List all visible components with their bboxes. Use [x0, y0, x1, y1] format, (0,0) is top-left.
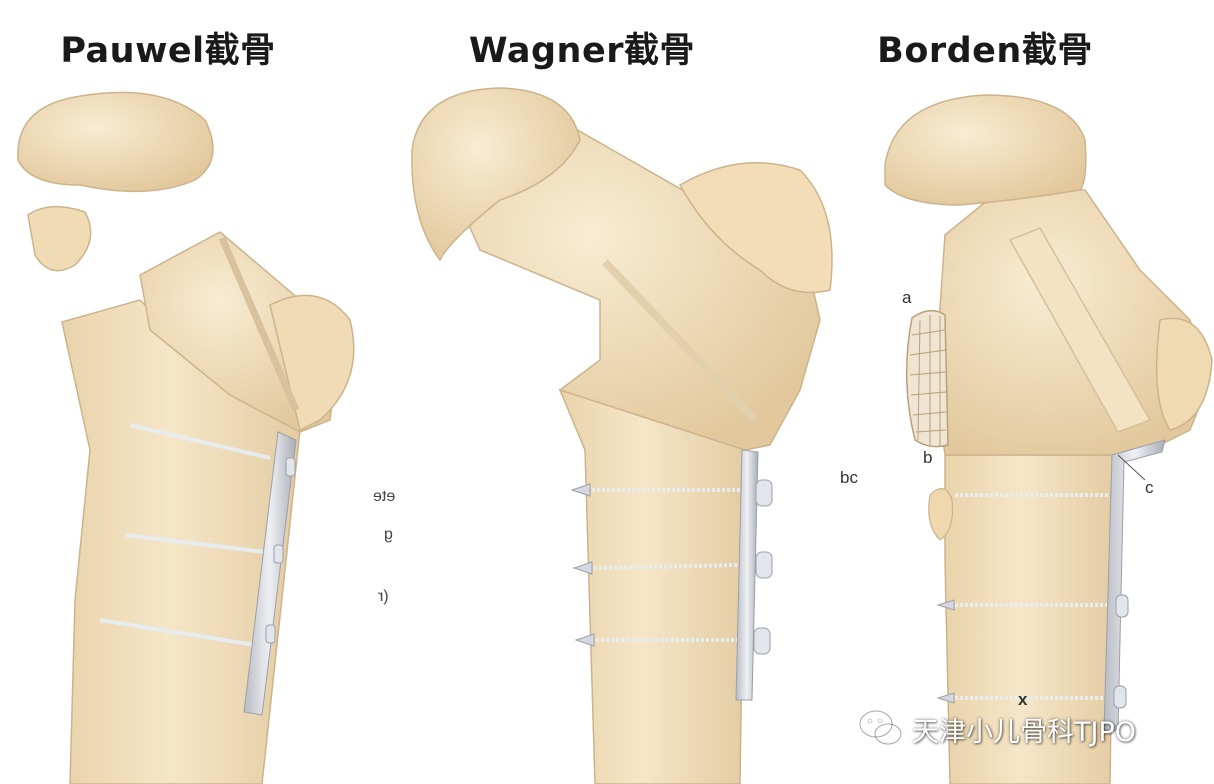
label-x: x: [1018, 690, 1028, 709]
borden-callus: [928, 488, 954, 541]
title-borden: Borden截骨: [877, 31, 1093, 71]
wagner-screw-heads: [753, 479, 773, 655]
label-a: a: [902, 288, 912, 307]
label-c: c: [1145, 478, 1154, 497]
mirrored-fragment-3: (r: [378, 588, 389, 605]
borden-screw-tips: [936, 599, 955, 704]
mirrored-fragment-2: g: [384, 526, 393, 543]
wagner-shaft: [558, 388, 746, 784]
wagner-head: [411, 87, 581, 262]
title-pauwel: Pauwel截骨: [60, 31, 276, 71]
wagner-screw-lines: [592, 488, 743, 642]
wechat-icon: [858, 709, 903, 746]
label-c-leader: [1117, 454, 1146, 481]
pauwel-wire: [218, 236, 300, 412]
borden-cancellous-pattern: [909, 315, 947, 446]
pauwel-screw-lines: [99, 423, 271, 647]
pauwel-femur: [17, 91, 355, 784]
pauwel-trochanter: [269, 294, 355, 432]
pauwel-head-fragment: [17, 91, 214, 193]
borden-screw-lines: [955, 493, 1110, 700]
mirrored-fragment-1: ete: [373, 488, 396, 505]
wagner-plate: [735, 449, 759, 701]
pauwel-plate: [243, 431, 297, 716]
borden-plate: [1103, 439, 1166, 731]
wagner-screw-tips: [570, 483, 595, 647]
pauwel-wedge-fragment: [27, 206, 92, 272]
wagner-femur: [411, 87, 833, 784]
label-bc: bc: [840, 468, 858, 487]
watermark: 天津小儿骨科TJPO: [858, 710, 1136, 749]
wagner-wire: [602, 259, 758, 423]
borden-graft-strip: [1008, 227, 1152, 433]
borden-trochanter: [1155, 317, 1213, 431]
borden-femur: [884, 94, 1213, 784]
label-b: b: [923, 448, 933, 467]
borden-head: [884, 94, 1087, 206]
wagner-trochanter: [678, 162, 833, 294]
borden-screw-heads: [1113, 594, 1129, 709]
borden-cancellous-wedge: [905, 309, 949, 448]
pauwel-screw-heads: [265, 457, 296, 644]
title-wagner: Wagner截骨: [469, 31, 695, 71]
watermark-text: 天津小儿骨科TJPO: [912, 717, 1136, 748]
